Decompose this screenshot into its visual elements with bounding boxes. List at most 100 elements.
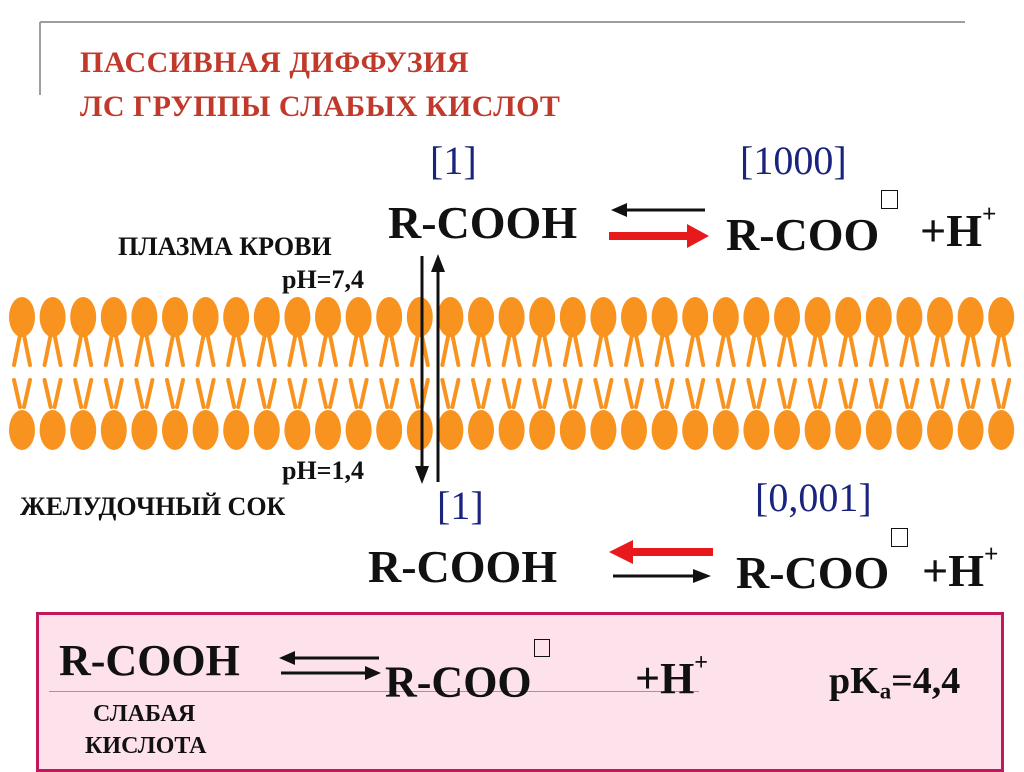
box-equilibrium-arrows [279, 651, 381, 680]
lipid-head [345, 410, 372, 450]
lipid-head [162, 410, 188, 450]
lipid-tail [685, 378, 696, 409]
box-proton-formula: +H+ [635, 649, 708, 704]
lipid-tail [593, 333, 604, 367]
lipid-head [682, 297, 709, 337]
lipid-head [865, 410, 892, 450]
stomach-ph: pH=1,4 [282, 456, 364, 485]
lipid-tail [562, 378, 573, 409]
lipid-tail [481, 378, 491, 409]
lower-acid-concentration: [1] [437, 483, 484, 528]
lipid-tail [22, 333, 32, 367]
weak-acid-caption-line2: КИСЛОТА [85, 733, 207, 759]
lipid-head [284, 410, 311, 450]
lipid-head [559, 297, 586, 337]
lipid-head [9, 297, 35, 337]
lipid-tail [787, 378, 797, 409]
lipid-tail [195, 378, 206, 409]
lipid-tail [725, 378, 736, 409]
lipid-tail [634, 333, 644, 367]
lower-proton-formula: +H+ [922, 540, 998, 597]
weak-acid-caption-line1: СЛАБАЯ [93, 701, 196, 727]
lipid-tail [777, 333, 787, 367]
lipid-tail [1001, 378, 1012, 409]
lipid-tail [817, 333, 828, 367]
lipid-tail [236, 378, 247, 409]
lipid-tail [634, 378, 644, 409]
charge-placeholder-icon [891, 528, 909, 547]
lipid-head [957, 410, 984, 450]
lipid-tail [52, 333, 63, 367]
lipid-tail [899, 333, 910, 367]
lower-anion-text: R-COO [736, 546, 890, 598]
lipid-head [927, 410, 953, 450]
lipid-tail [22, 378, 32, 409]
lipid-head [529, 410, 556, 450]
lipid-head [223, 297, 250, 337]
lipid-head [39, 410, 66, 450]
upper-proton-text: +H [920, 205, 982, 257]
down-arrow-icon [415, 256, 429, 484]
lipid-head [590, 297, 617, 337]
lipid-tail [266, 378, 277, 409]
lipid-tail [205, 378, 216, 409]
box-forward-arrow-icon [281, 666, 381, 680]
lipid-tail [624, 378, 634, 409]
lipid-head [437, 410, 464, 450]
lipid-tail [113, 333, 124, 367]
lipid-head [835, 297, 862, 337]
lipid-tail [348, 333, 359, 367]
lipid-tail [572, 333, 583, 367]
lipid-head [315, 410, 341, 450]
lipid-head [743, 410, 770, 450]
lipid-head [223, 410, 250, 450]
lipid-head [100, 297, 127, 337]
lipid-head [682, 410, 709, 450]
lipid-head [315, 297, 341, 337]
lipid-tail [226, 333, 237, 367]
lipid-tail [654, 378, 665, 409]
lipid-tail [12, 333, 22, 367]
lipid-tail [930, 333, 940, 367]
box-reverse-arrow-icon [279, 651, 379, 665]
lipid-tail [501, 333, 512, 367]
lipid-tail [940, 378, 950, 409]
lipid-head [468, 297, 494, 337]
lipid-tail [379, 378, 390, 409]
lipid-tail [297, 378, 308, 409]
upper-forward-arrow-icon [609, 224, 709, 248]
upper-acid-concentration: [1] [430, 138, 477, 183]
lipid-head [253, 297, 280, 337]
lipid-tail [481, 333, 491, 367]
lipid-tail [83, 378, 94, 409]
lipid-tail [756, 378, 767, 409]
lipid-tail [165, 333, 175, 367]
lipid-tail [358, 333, 369, 367]
lipid-head [621, 297, 647, 337]
lower-acid-formula: R-COOH [368, 541, 558, 592]
lipid-tail [440, 333, 451, 367]
lipid-tail [695, 378, 706, 409]
lipid-tail [450, 378, 461, 409]
lipid-tail [572, 378, 583, 409]
lower-equilibrium-arrows [609, 540, 713, 583]
lipid-tail [144, 333, 155, 367]
lipid-tail [868, 378, 879, 409]
lipid-head [192, 297, 219, 337]
lipid-tail [807, 333, 818, 367]
lipid-head [406, 297, 433, 337]
lipid-head [498, 410, 525, 450]
charge-placeholder-icon [533, 639, 550, 657]
lipid-head [131, 410, 158, 450]
lipid-tail [175, 378, 185, 409]
lipid-tail [715, 378, 726, 409]
lipid-tail [389, 378, 400, 409]
lipid-tail [379, 333, 390, 367]
lipid-tail [318, 378, 328, 409]
lipid-tail [970, 378, 981, 409]
lipid-head [590, 410, 617, 450]
lipid-tail [991, 378, 1002, 409]
lipid-tail [787, 333, 797, 367]
upper-anion-formula: R-COO [726, 190, 899, 261]
lipid-head [957, 297, 984, 337]
